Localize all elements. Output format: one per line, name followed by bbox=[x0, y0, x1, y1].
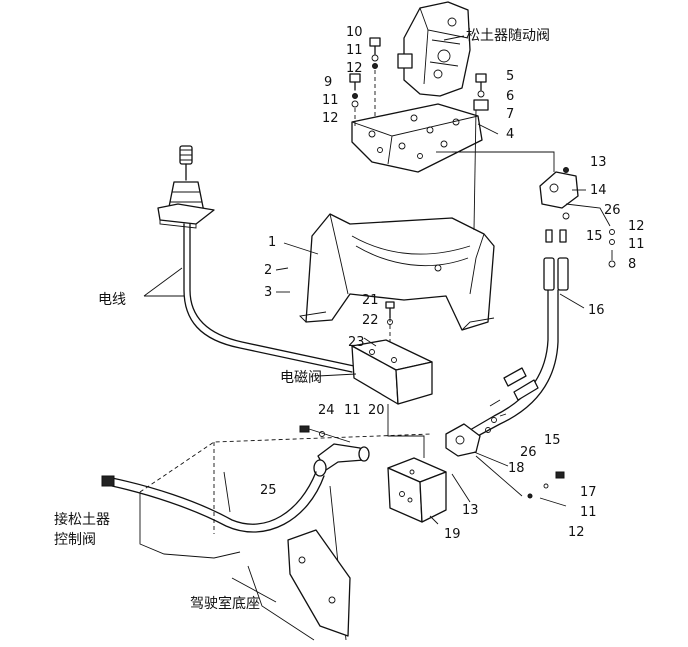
callout-25: 25 bbox=[260, 483, 277, 498]
callout-11: 11 bbox=[346, 43, 363, 58]
label-solenoid-valve: 电磁阀 bbox=[280, 370, 322, 386]
callout-15: 15 bbox=[586, 229, 603, 244]
callout-18: 18 bbox=[508, 461, 525, 476]
callout-5: 5 bbox=[506, 69, 514, 84]
joystick bbox=[157, 145, 215, 229]
fitting-block-18 bbox=[445, 413, 507, 457]
callout-13: 13 bbox=[590, 155, 607, 170]
label-wire: 电线 bbox=[98, 292, 126, 308]
hose-16 bbox=[469, 257, 569, 439]
ripper-follow-valve bbox=[397, 1, 471, 97]
callout-12: 12 bbox=[322, 111, 339, 126]
callout-12: 12 bbox=[346, 61, 363, 76]
callout-14: 14 bbox=[590, 183, 607, 198]
callout-11: 11 bbox=[322, 93, 339, 108]
callout-4: 4 bbox=[506, 127, 514, 142]
label-to-ripper-control-valve-line2: 控制阀 bbox=[54, 532, 96, 548]
fitting-block-14 bbox=[539, 167, 579, 220]
callout-11: 11 bbox=[580, 505, 597, 520]
callout-2: 2 bbox=[264, 263, 272, 278]
leader-lines bbox=[223, 35, 586, 525]
callout-19: 19 bbox=[444, 527, 461, 542]
bolt-21-22 bbox=[385, 301, 395, 325]
top-bolts bbox=[349, 37, 489, 231]
chinese-labels: 松土器随动阀 电线 电磁阀 接松土器 控制阀 驾驶室底座 bbox=[54, 28, 550, 612]
callout-20: 20 bbox=[368, 403, 385, 418]
callout-16: 16 bbox=[588, 303, 605, 318]
callout-21: 21 bbox=[362, 293, 379, 308]
callout-8: 8 bbox=[628, 257, 636, 272]
callout-3: 3 bbox=[264, 285, 272, 300]
callout-9: 9 bbox=[324, 75, 332, 90]
elbow-fitting bbox=[299, 425, 370, 477]
label-to-ripper-control-valve-line1: 接松土器 bbox=[54, 511, 110, 528]
callout-22: 22 bbox=[362, 313, 379, 328]
hose-25 bbox=[101, 471, 325, 533]
cab-base bbox=[139, 433, 433, 641]
callout-7: 7 bbox=[506, 107, 514, 122]
callout-23: 23 bbox=[348, 335, 365, 350]
callout-26: 26 bbox=[604, 203, 621, 218]
callout-17: 17 bbox=[580, 485, 597, 500]
valve-block bbox=[387, 457, 447, 523]
callout-6: 6 bbox=[506, 89, 514, 104]
frame-bracket bbox=[299, 213, 495, 331]
piping-upper bbox=[436, 151, 611, 227]
callout-10: 10 bbox=[346, 25, 363, 40]
callout-24: 24 bbox=[318, 403, 335, 418]
mounting-plate bbox=[351, 103, 483, 173]
label-ripper-follow-valve: 松土器随动阀 bbox=[466, 28, 550, 44]
callout-15: 15 bbox=[544, 433, 561, 448]
solenoid-valve bbox=[351, 318, 433, 458]
callout-13: 13 bbox=[462, 503, 479, 518]
small-fittings-right bbox=[527, 229, 616, 499]
callout-1: 1 bbox=[268, 235, 276, 250]
callout-12: 12 bbox=[568, 525, 585, 540]
callout-26: 26 bbox=[520, 445, 537, 460]
callout-11: 11 bbox=[628, 237, 645, 252]
label-cab-base: 驾驶室底座 bbox=[190, 595, 260, 612]
callout-12: 12 bbox=[628, 219, 645, 234]
callout-11: 11 bbox=[344, 403, 361, 418]
callout-numbers: 10 11 12 9 11 12 5 6 7 4 13 14 26 12 15 … bbox=[260, 25, 645, 542]
electric-wire bbox=[143, 223, 355, 373]
